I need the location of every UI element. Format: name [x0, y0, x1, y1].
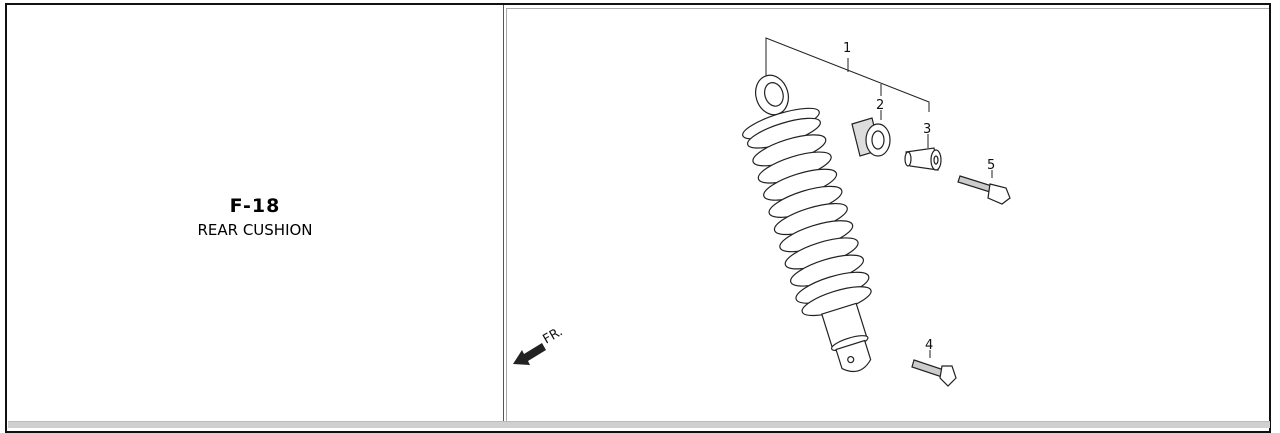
- callout-5[interactable]: 5: [987, 158, 995, 173]
- callout-2[interactable]: 2: [876, 98, 884, 113]
- callout-1[interactable]: 1: [843, 41, 851, 56]
- collar-drawing: [904, 147, 942, 171]
- front-direction-arrow-icon: [513, 343, 546, 365]
- callout-4[interactable]: 4: [925, 338, 933, 353]
- shock-absorber-drawing: [742, 74, 872, 373]
- bolt-4-drawing: [911, 359, 957, 387]
- bolt-5-drawing: [957, 175, 1011, 205]
- front-direction-label: FR.: [541, 324, 566, 347]
- bush-drawing: [851, 117, 891, 157]
- next-row-border: [8, 421, 1270, 428]
- section-title: REAR CUSHION: [197, 221, 313, 239]
- section-cell: F-18 REAR CUSHION: [7, 5, 503, 423]
- section-code: F-18: [229, 195, 281, 217]
- callout-3[interactable]: 3: [923, 122, 931, 137]
- parts-table: F-18 REAR CUSHION: [5, 3, 1271, 433]
- diagram-cell: [506, 8, 1269, 421]
- cell-divider: [503, 5, 504, 421]
